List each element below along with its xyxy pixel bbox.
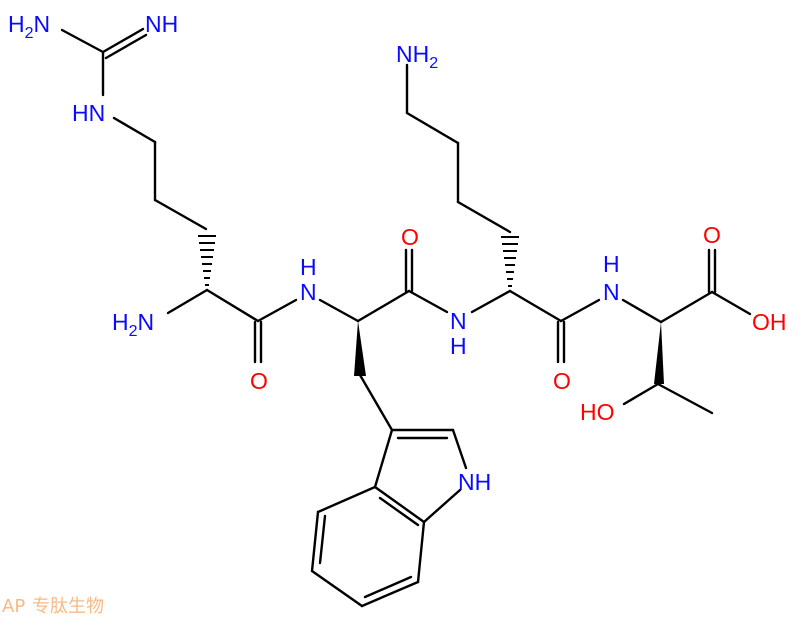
label-amide3-n: N	[603, 279, 620, 305]
label-amide1-h: H	[300, 254, 317, 280]
label-lys-carbonyl-o: O	[553, 368, 571, 394]
watermark-text: 专肽生物	[32, 596, 104, 617]
label-guanidine-hn: HN	[72, 100, 105, 126]
label-trp-carbonyl-o: O	[401, 224, 419, 250]
label-amide2-n: N	[450, 308, 467, 334]
stereo-bonds	[198, 235, 664, 384]
label-amide1-n: N	[300, 279, 317, 305]
solid-wedge-thr	[654, 322, 664, 384]
hashed-wedge-arg	[198, 235, 216, 286]
label-lys-nh2: NH2	[396, 41, 438, 72]
solid-wedge-trp	[354, 321, 366, 376]
label-guanidine-nh: NH	[145, 11, 178, 37]
label-amide2-h: H	[450, 333, 467, 359]
watermark-logo: AP	[2, 596, 25, 617]
label-arg-carbonyl-o: O	[250, 368, 268, 394]
watermark: AP 专肽生物	[2, 596, 104, 617]
bonds	[60, 27, 752, 608]
label-acid-carbonyl-o: O	[703, 222, 721, 248]
label-guanidine-h2n: H2N	[8, 11, 50, 42]
label-thr-ho: HO	[580, 399, 615, 425]
label-amide3-h: H	[603, 251, 620, 277]
atom-labels: H2N NH HN H2N O H N O N H NH NH2 O H N O…	[8, 11, 787, 495]
label-indole-nh: NH	[458, 469, 491, 495]
label-acid-oh: OH	[752, 309, 787, 335]
hashed-wedge-lys	[501, 236, 519, 287]
label-arg-h2n: H2N	[112, 309, 154, 340]
